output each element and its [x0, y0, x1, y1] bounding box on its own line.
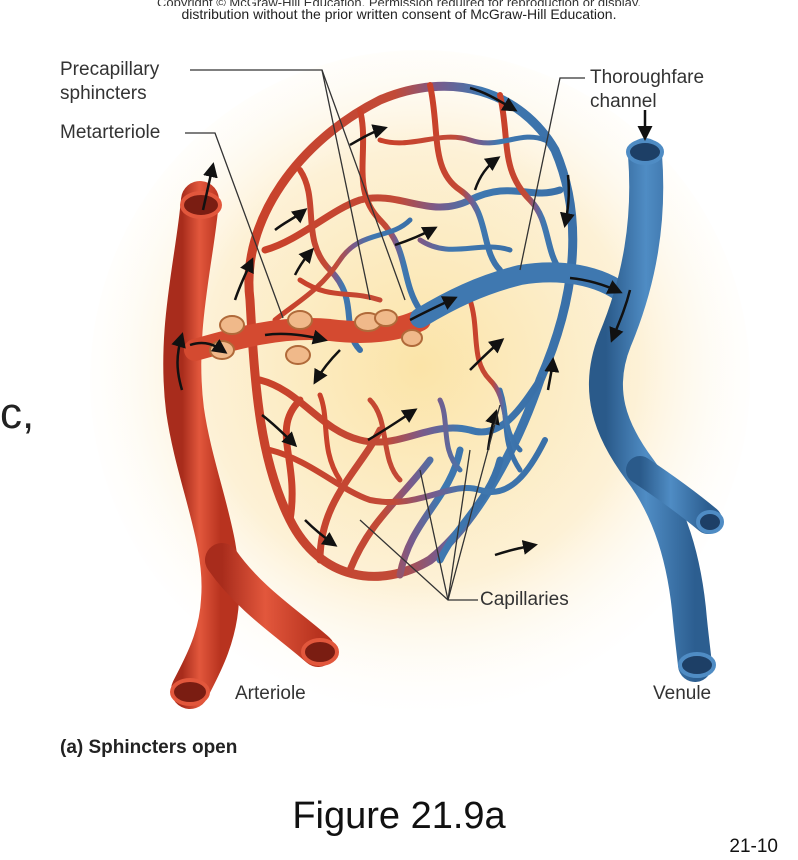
flow-arrow — [469, 338, 505, 371]
flow-arrow — [233, 257, 254, 301]
page-number: 21-10 — [729, 836, 778, 857]
label-thoroughfare-channel: Thoroughfare channel — [590, 66, 704, 114]
flow-arrow — [274, 208, 308, 231]
flow-arrow — [473, 156, 501, 191]
figure-caption: (a) Sphincters open — [60, 737, 238, 758]
flow-arrows — [171, 86, 632, 557]
sphincter — [219, 315, 245, 335]
flow-arrow — [569, 276, 623, 294]
sphincter — [285, 345, 311, 365]
arteriole-branch-opening — [301, 638, 339, 666]
label-metarteriole: Metarteriole — [60, 122, 161, 143]
sphincter — [287, 310, 313, 330]
label-thoroughfare-line-2: channel — [590, 91, 657, 112]
flow-arrow — [264, 329, 328, 345]
flow-arrow — [201, 162, 218, 211]
copyright-notice: Copyright © McGraw-Hill Education. Permi… — [0, 0, 798, 23]
label-capillaries: Capillaries — [480, 589, 569, 610]
flow-arrow — [544, 357, 560, 391]
capillaries-leader-line — [447, 449, 471, 601]
venule-branch-opening — [696, 510, 724, 534]
flow-arrow — [609, 289, 632, 343]
venule-bottom-opening — [678, 652, 716, 678]
metarteriole-leader-line — [185, 132, 284, 319]
arteriole-top-opening — [180, 191, 222, 219]
venule-top-opening — [626, 139, 664, 165]
label-thoroughfare-line-1: Thoroughfare — [590, 67, 705, 88]
flow-arrow — [367, 408, 418, 442]
label-arteriole: Arteriole — [235, 683, 306, 704]
capillaries-leader-line — [447, 404, 501, 601]
copyright-line-2: distribution without the prior written c… — [181, 6, 617, 22]
venule-vessel — [588, 138, 712, 682]
copyright-line-1: Copyright © McGraw-Hill Education. Permi… — [0, 0, 798, 6]
stray-glyph: c, — [0, 389, 35, 438]
flow-arrow — [293, 247, 314, 276]
flow-arrow — [469, 86, 518, 112]
label-precapillary-line-2: sphincters — [60, 83, 147, 104]
arteriole-bottom-opening — [170, 678, 210, 706]
flow-arrow — [171, 332, 186, 391]
leader-lines — [185, 69, 585, 601]
sphincter — [401, 329, 423, 347]
precapillary-leader-line — [321, 69, 371, 301]
sphincter — [374, 309, 398, 327]
flow-arrow — [559, 174, 575, 228]
figure-title: Figure 21.9a — [292, 795, 506, 837]
capillaries-leader-line — [419, 469, 449, 601]
label-precapillary-line-1: Precapillary — [60, 59, 160, 80]
flow-arrow — [409, 296, 458, 322]
background-glow — [90, 50, 750, 710]
label-precapillary-sphincters: Precapillary sphincters — [60, 58, 159, 106]
thoroughfare-leader-line — [519, 77, 585, 271]
flow-arrow — [394, 226, 438, 247]
label-venule: Venule — [653, 683, 712, 704]
arteriole-vessel — [163, 181, 240, 709]
flow-arrow — [189, 338, 228, 354]
flow-arrow — [261, 414, 298, 448]
flow-arrow — [313, 349, 341, 385]
flow-arrow — [304, 519, 338, 547]
flow-arrow — [494, 539, 538, 557]
flow-arrow — [349, 124, 388, 147]
